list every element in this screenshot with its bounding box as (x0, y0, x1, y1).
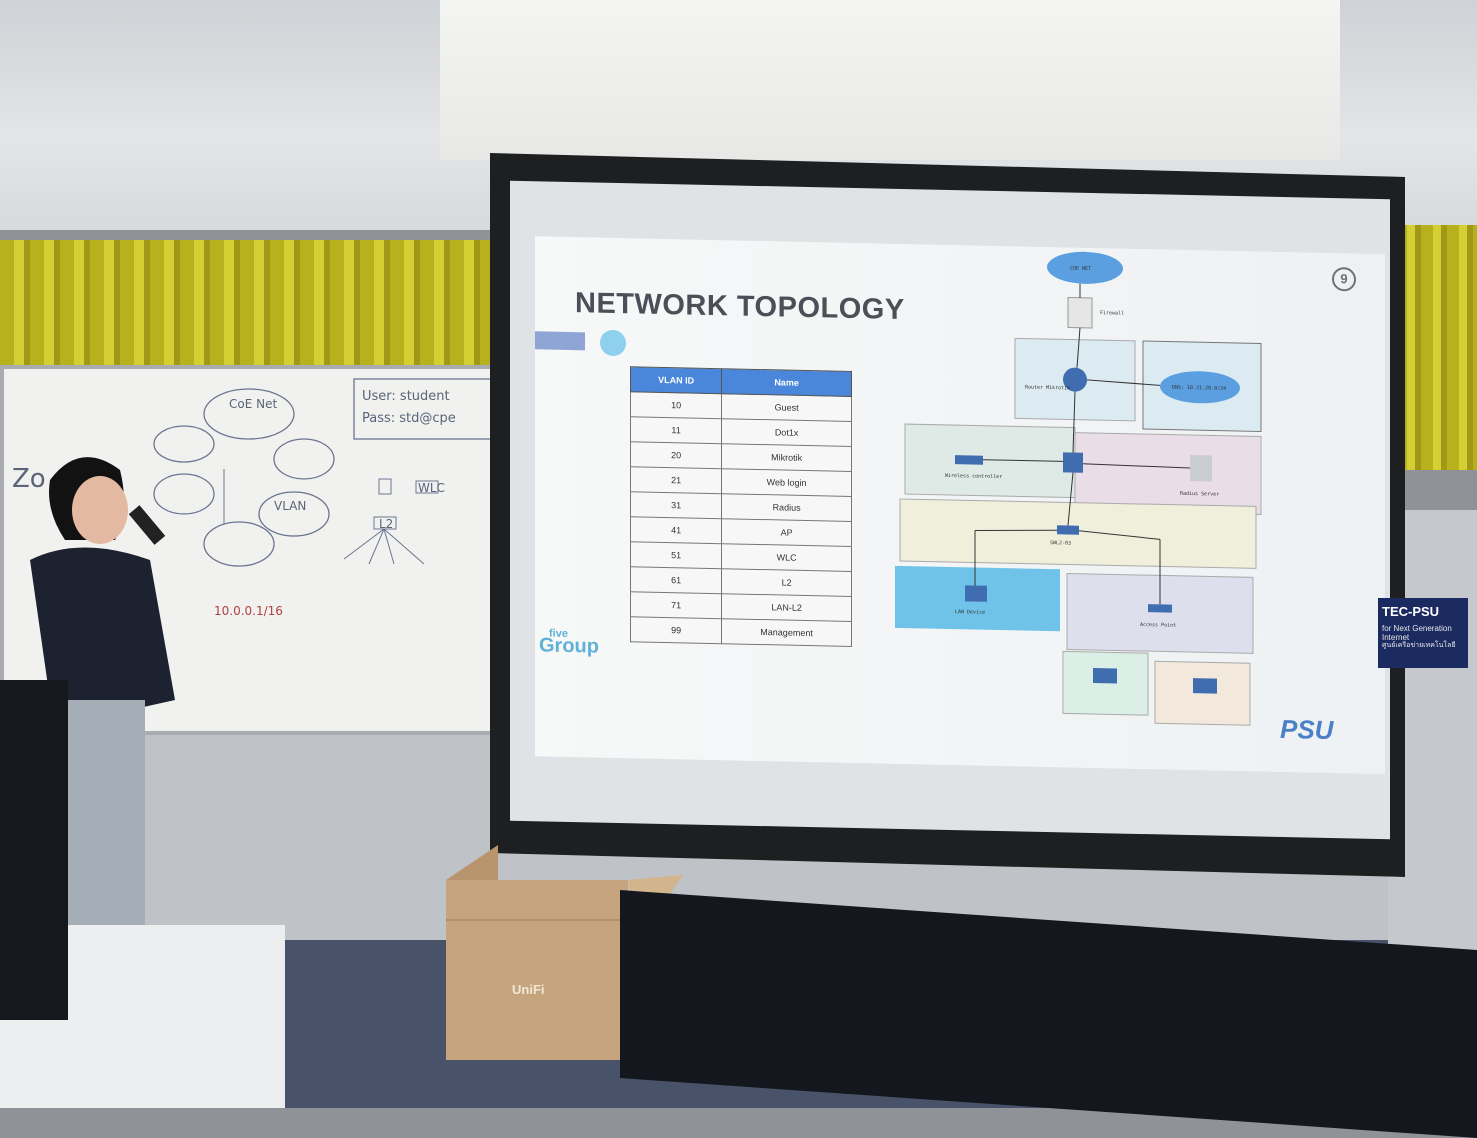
router-label: Router Mikrotik (1025, 385, 1070, 392)
slide-page-number: 9 (1332, 267, 1356, 292)
wb-note-vlan: VLAN (274, 499, 307, 513)
wb-note-pass: Pass: std@cpe (362, 411, 456, 426)
radius-server-icon (1190, 455, 1212, 482)
dns-cloud-icon (1160, 371, 1240, 404)
vlan-name-cell: L2 (721, 568, 852, 597)
wb-note-zo: Zo (12, 464, 46, 494)
vlan-id-cell: 11 (630, 416, 722, 444)
presenter (30, 457, 175, 940)
ceiling-recess (440, 0, 1340, 160)
wireless-controller-icon (955, 455, 983, 465)
radius-label: Radius Server (1180, 491, 1219, 498)
curtain-left (0, 240, 530, 370)
wlc-label: Wireless controller (945, 473, 1002, 480)
access-point-icon (1148, 604, 1172, 613)
topology-links (974, 283, 1191, 605)
curtain-right (1395, 225, 1477, 470)
cloud-icon (1047, 251, 1123, 284)
slide-title: NETWORK TOPOLOGY (575, 287, 905, 327)
logo-group-text: Group (539, 634, 599, 658)
vlan-name-cell: Management (721, 618, 852, 647)
vlan-name-cell: Web login (721, 468, 852, 497)
laptop-icon (1193, 678, 1217, 694)
vlan-id-cell: 99 (630, 616, 722, 644)
box-label: UniFi (512, 982, 545, 997)
router-icon (1063, 367, 1087, 392)
vlan-id-cell: 21 (630, 466, 722, 494)
vlan-name-cell: Radius (721, 493, 852, 522)
sign-title: TEC-PSU (1382, 604, 1440, 619)
vlan-name-cell: AP (721, 518, 852, 547)
vlan-id-cell: 41 (630, 516, 722, 544)
cloud-label: COE NET (1070, 266, 1091, 272)
five-group-logo: Group five (539, 628, 599, 658)
vlan-31-box (1074, 432, 1262, 516)
wb-note-l2: L2 (379, 517, 394, 531)
l2-switch-icon (1057, 525, 1079, 535)
laptop-icon (1093, 667, 1117, 684)
wb-note-coenet: CoE Net (229, 397, 278, 411)
vlan-name-cell: WLC (721, 543, 852, 572)
vlan-name-cell: Dot1x (721, 418, 852, 447)
wb-note-wlc: WLC (418, 481, 445, 495)
sign-subtitle: for Next Generation Internet (1382, 624, 1452, 642)
psu-logo: PSU (1280, 713, 1334, 746)
wb-note-ip: 10.0.0.1/16 (214, 604, 283, 618)
vlan-name-cell: LAN-L2 (721, 593, 852, 622)
vlan-id-cell: 10 (630, 391, 722, 419)
slide-accent-bar (535, 331, 585, 351)
dns-label: DNS: 10.21.20.0/24 (1172, 385, 1226, 392)
tec-psu-sign: TEC-PSU for Next Generation Internet ศูน… (1378, 598, 1468, 668)
firewall-label: Firewall (1100, 310, 1124, 317)
vlan-table-header-id: VLAN ID (630, 366, 722, 394)
vlan-id-cell: 31 (630, 491, 722, 519)
vlan-id-cell: 71 (630, 591, 722, 619)
lan-device-icon (965, 585, 987, 602)
ap-label: Access Point (1140, 622, 1176, 629)
vlan-table-header-name: Name (721, 368, 852, 397)
monitor-left (0, 680, 68, 1020)
sign-thai-text: ศูนย์เครือข่ายเทคโนโลยี (1382, 642, 1456, 649)
network-topology-diagram: COE NET Firewall DNS: 10.21.20.0/24 Rout… (895, 251, 1262, 726)
core-switch-icon (1063, 452, 1083, 473)
vlan-id-cell: 51 (630, 541, 722, 569)
wb-note-user: User: student (362, 389, 450, 404)
lan-label: LAN Device (955, 609, 985, 616)
l2-label: SWL2-03 (1050, 540, 1071, 546)
firewall-icon (1067, 296, 1093, 329)
slide-accent-dot (600, 329, 626, 357)
vlan-id-cell: 20 (630, 441, 722, 469)
vlan-id-cell: 61 (630, 566, 722, 594)
vlan-name-cell: Mikrotik (721, 443, 852, 472)
vlan-name-cell: Guest (721, 393, 852, 422)
